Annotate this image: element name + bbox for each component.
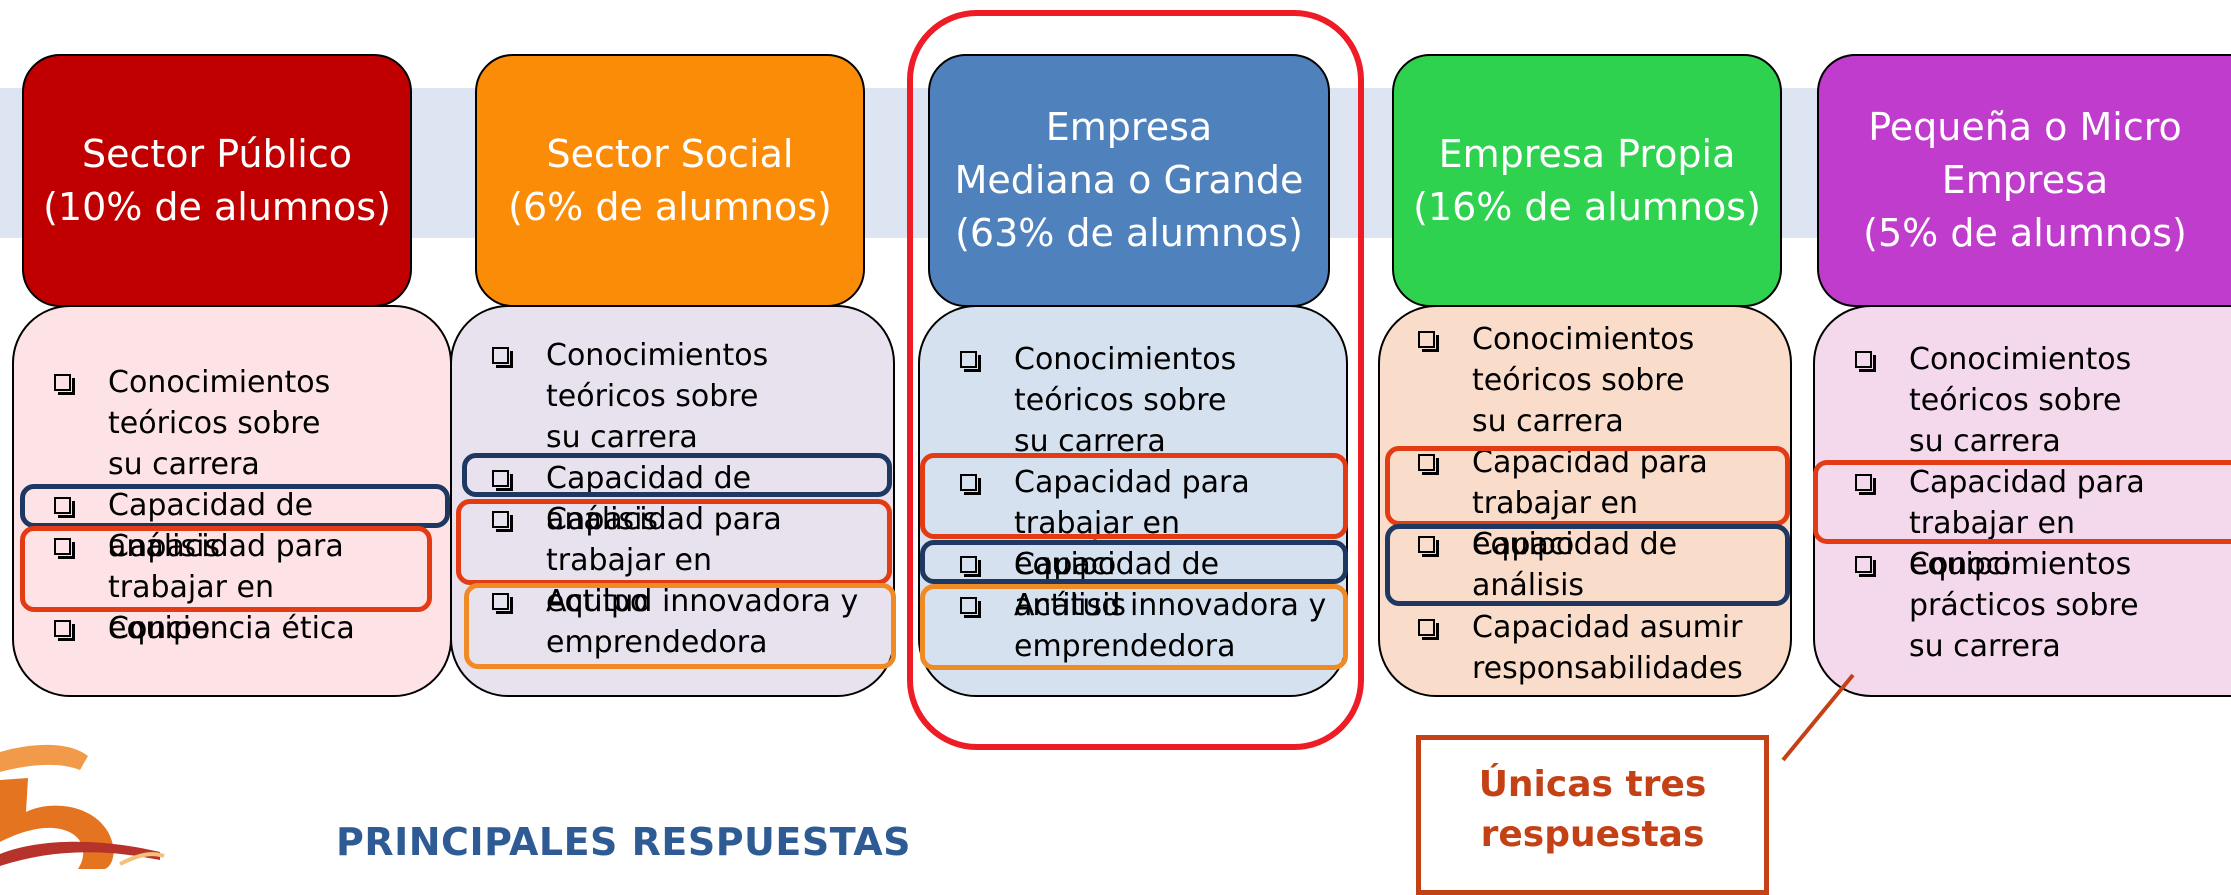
checkbox-icon	[492, 470, 513, 491]
list-item: Conocimientos teóricos sobre su carrera	[1855, 339, 2155, 462]
checkbox-icon	[54, 620, 75, 641]
list-item: Conocimientos teóricos sobre su carrera	[1418, 319, 1718, 442]
checkbox-icon	[54, 374, 75, 395]
checkbox-icon	[1418, 454, 1439, 475]
header-pequena-micro-empresa: Pequeña o Micro Empresa (5% de alumnos)	[1817, 54, 2231, 307]
list-item-label: Capacidad de análisis	[1472, 527, 1678, 603]
callout-connector	[1781, 673, 1855, 762]
checkbox-icon	[1855, 474, 1876, 495]
panel-sector-publico: Conocimientos teóricos sobre su carrera …	[12, 305, 452, 697]
header-sector-social: Sector Social (6% de alumnos)	[475, 54, 865, 307]
checkbox-icon	[1418, 536, 1439, 557]
list-item: Conciencia ética	[54, 608, 394, 649]
list-item-label: Conocimientos prácticos sobre su carrera	[1909, 547, 2139, 664]
list-item-label: Capacidad de análisis	[108, 488, 314, 564]
list-item-label: Conciencia ética	[108, 611, 355, 646]
list-item-label: Capacidad de análisis	[1014, 547, 1220, 623]
list-item: Capacidad de análisis	[54, 485, 414, 567]
list-item: Capacidad de análisis	[492, 458, 862, 540]
logo-icon	[0, 744, 165, 869]
focus-ring	[907, 10, 1364, 750]
checkbox-icon	[1418, 331, 1439, 352]
checkbox-icon	[54, 538, 75, 559]
checkbox-icon	[492, 593, 513, 614]
list-item: Capacidad para trabajar en equipo	[54, 526, 354, 649]
list-item: Conocimientos prácticos sobre su carrera	[1855, 544, 2155, 667]
list-item: Capacidad para trabajar en equipo	[1855, 462, 2155, 585]
panel-sector-social: Conocimientos teóricos sobre su carrera …	[450, 305, 895, 697]
checkbox-icon	[54, 497, 75, 518]
header-empresa-propia: Empresa Propia (16% de alumnos)	[1392, 54, 1782, 307]
list-item: Capacidad de análisis	[1418, 524, 1718, 606]
header-sector-publico: Sector Público (10% de alumnos)	[22, 54, 412, 307]
list-item: Conocimientos teóricos sobre su carrera	[54, 362, 354, 485]
list-item-label: Capacidad para trabajar en equipo	[108, 529, 344, 646]
list-item-label: Capacidad asumir responsabilidades	[1472, 610, 1743, 686]
checkbox-icon	[492, 347, 513, 368]
list-item: Actitud innovadora y emprendedora	[492, 581, 862, 663]
list-item-label: Conocimientos teóricos sobre su carrera	[1909, 342, 2132, 459]
panel-pequena-micro-empresa: Conocimientos teóricos sobre su carrera …	[1813, 305, 2231, 697]
checkbox-icon	[492, 511, 513, 532]
checkbox-icon	[1855, 556, 1876, 577]
list-item-label: Conocimientos teóricos sobre su carrera	[1014, 342, 1237, 459]
list-item-label: Capacidad para trabajar en equipo	[546, 502, 782, 619]
callout-box: Únicas tres respuestas	[1416, 735, 1769, 895]
list-item-label: Conocimientos teóricos sobre su carrera	[108, 365, 331, 482]
list-item: Conocimientos teóricos sobre su carrera	[960, 339, 1260, 462]
list-item-label: Capacidad de análisis	[546, 461, 752, 537]
list-item-label: Actitud innovadora y emprendedora	[546, 584, 859, 660]
list-item-label: Conocimientos teóricos sobre su carrera	[546, 338, 769, 455]
page-title: PRINCIPALES RESPUESTAS	[336, 820, 911, 864]
header-empresa-mediana-grande: Empresa Mediana o Grande (63% de alumnos…	[928, 54, 1330, 307]
list-item-label: Actitud innovadora y emprendedora	[1014, 588, 1327, 664]
list-item: Capacidad asumir responsabilidades	[1418, 607, 1748, 689]
list-item-label: Capacidad para trabajar en equipo	[1909, 465, 2145, 582]
checkbox-icon	[1418, 619, 1439, 640]
list-item: Conocimientos teóricos sobre su carrera	[492, 335, 792, 458]
list-item-label: Conocimientos teóricos sobre su carrera	[1472, 322, 1695, 439]
list-item: Actitud innovadora y emprendedora	[960, 585, 1330, 667]
list-item: Capacidad para trabajar en equipo	[492, 499, 802, 622]
panel-empresa-propia: Conocimientos teóricos sobre su carrera …	[1378, 305, 1792, 697]
checkbox-icon	[1855, 351, 1876, 372]
list-item: Capacidad de análisis	[960, 544, 1330, 626]
